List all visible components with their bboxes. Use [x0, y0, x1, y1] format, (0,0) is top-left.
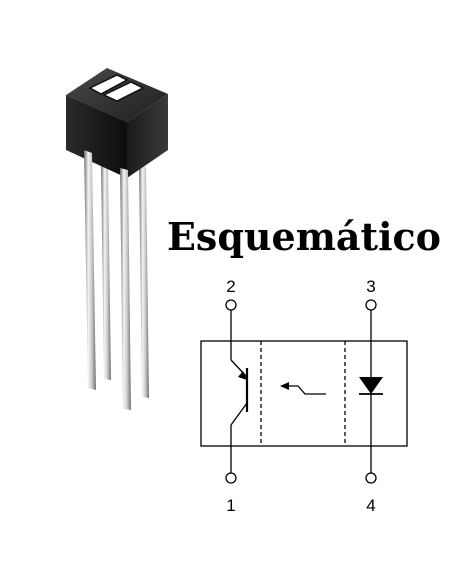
pin-4-label: 4	[366, 496, 375, 515]
pin-3-terminal	[365, 299, 377, 311]
pin-2-label: 2	[226, 277, 235, 296]
package-windows	[88, 74, 145, 102]
schematic-title: Esquemático	[167, 214, 441, 259]
sensor-package-photo	[66, 68, 168, 410]
led-diode-symbol	[359, 377, 383, 395]
pin-4-terminal	[365, 472, 377, 484]
package-leads-back	[101, 165, 149, 398]
pin-2-terminal	[225, 299, 237, 311]
light-arrow	[280, 382, 326, 395]
schematic-diagram	[200, 299, 408, 484]
pin-1-terminal	[225, 472, 237, 484]
schematic-package-outline	[200, 340, 408, 447]
phototransistor-symbol	[230, 359, 249, 426]
package-front-face	[66, 95, 127, 178]
package-leads-front	[84, 150, 131, 410]
package-side-face	[127, 94, 168, 178]
pin-3-label: 3	[366, 277, 375, 296]
pin-1-label: 1	[226, 496, 235, 515]
